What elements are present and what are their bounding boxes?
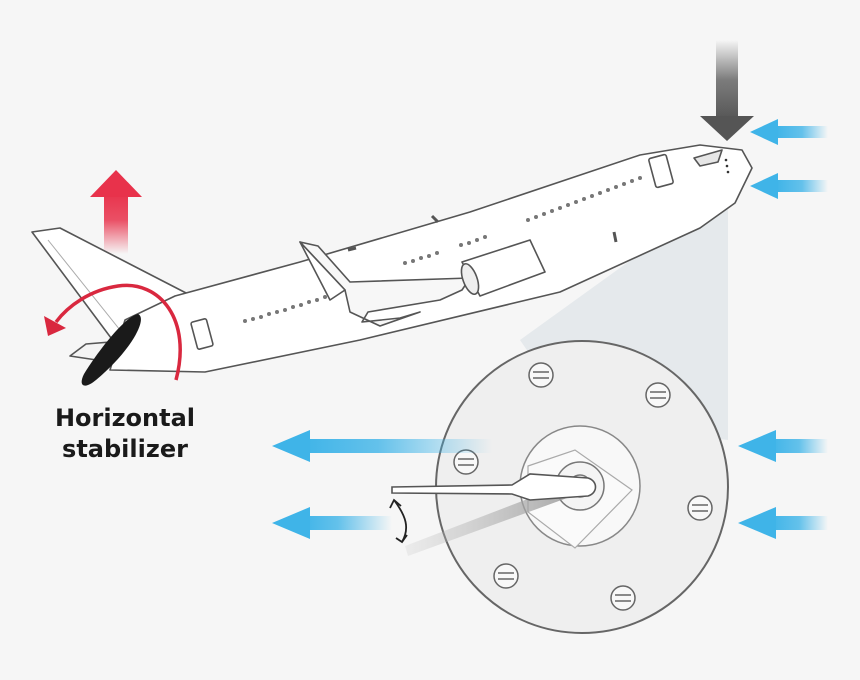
stabilizer-label: Horizontal stabilizer	[30, 403, 220, 465]
airflow-arrow-left-bottom	[272, 507, 392, 539]
nose-airflow-arrow-bottom	[750, 173, 828, 199]
stabilizer-label-line1: Horizontal	[54, 404, 196, 432]
down-force-arrow	[700, 40, 754, 141]
vane-motion-arrow	[389, 498, 408, 544]
lift-arrow	[90, 170, 142, 254]
sensor-vane	[391, 473, 597, 501]
airflow-arrow-right-bottom	[738, 507, 828, 539]
sensor-screws	[453, 362, 713, 611]
nose-airflow-arrow-top	[750, 119, 828, 145]
near-wing	[299, 241, 471, 327]
vane-ghost-position	[405, 482, 578, 556]
horizontal-stabilizer	[81, 314, 141, 386]
stabilizer-label-line2: stabilizer	[62, 435, 188, 463]
airflow-arrow-right-top	[738, 430, 828, 462]
airflow-arrow-left-top	[272, 430, 492, 462]
stabilizer-rotation-arrow	[44, 283, 182, 381]
cabin-windows	[243, 176, 642, 323]
